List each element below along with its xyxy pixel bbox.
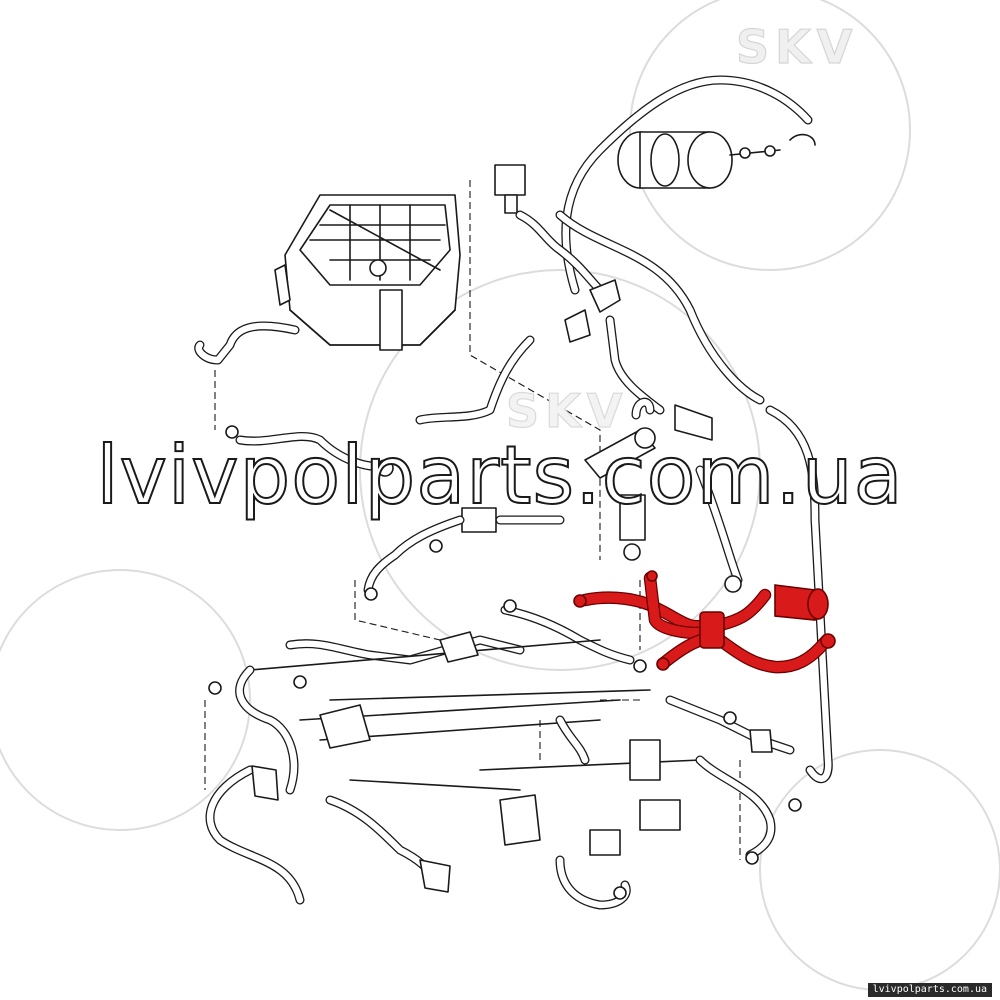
auxiliary-reservoir — [617, 131, 816, 189]
leader-lines — [204, 180, 741, 860]
expansion-tank — [274, 194, 461, 351]
highlighted-coolant-hose — [573, 570, 836, 674]
left-hose-run — [194, 321, 394, 477]
skv-logo-watermark-middle: SKV — [505, 383, 629, 438]
lower-pipe-assembly — [205, 599, 802, 910]
upper-hose-run — [555, 75, 833, 784]
skv-logo-watermark-top: SKV — [735, 19, 859, 74]
mid-left-hoses — [363, 507, 565, 601]
site-watermark-text: lvivpolparts.com.ua — [95, 429, 904, 522]
valve-cluster — [415, 164, 743, 593]
footer-url-badge: lvivpolparts.com.ua — [867, 983, 992, 997]
